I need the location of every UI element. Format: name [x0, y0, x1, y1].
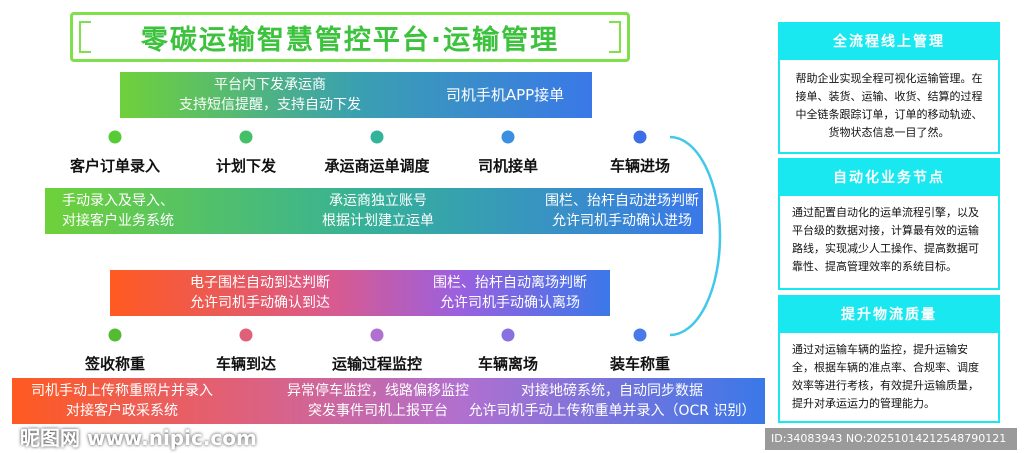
top-bar: 平台内下发承运商 支持短信提醒，支持自动下发 司机手机APP接单	[120, 72, 592, 118]
bar4-text: 对接客户政采系统	[66, 403, 178, 419]
page-title: 零碳运输智慧管控平台·运输管理	[70, 12, 630, 62]
info-bar-3: 电子围栏自动到达判断 允许司机手动确认到达 围栏、抬杆自动离场判断 允许司机手动…	[110, 270, 610, 316]
timeline-node	[239, 130, 253, 144]
bar2-text: 允许司机手动确认进场	[552, 213, 692, 229]
step-label: 车辆进场	[609, 157, 671, 175]
timeline-node	[370, 130, 384, 144]
bar4-text: 对接地磅系统，自动同步数据	[521, 383, 703, 399]
step-label: 装车称重	[609, 355, 671, 373]
bar4-text: 允许司机手动上传称重单并录入（OCR 识别）	[468, 403, 756, 419]
timeline-node	[108, 130, 122, 144]
bar2-text: 对接客户业务系统	[62, 213, 174, 229]
step-label: 运输过程监控	[331, 355, 423, 373]
bar2-text: 围栏、抬杆自动进场判断	[545, 193, 699, 209]
watermark-logo: 昵图网 www.nipic.com	[20, 426, 257, 450]
info-bar-2: 手动录入及导入、 对接客户业务系统 承运商独立账号 根据计划建立运单 围栏、抬杆…	[45, 188, 703, 234]
panel-title: 自动化业务节点	[780, 160, 998, 196]
bar2-text: 根据计划建立运单	[322, 213, 434, 229]
panel-full-process: 全流程线上管理 帮助企业实现全程可视化运输管理。在接单、装货、运输、收货、结算的…	[778, 22, 1000, 154]
step-label: 计划下发	[215, 157, 277, 175]
timeline-node	[370, 328, 384, 342]
bar4-text: 异常停车监控，线路偏移监控	[287, 383, 469, 399]
watermark-logo-text: 昵图网	[20, 426, 80, 450]
bar2-text: 手动录入及导入、	[62, 193, 174, 209]
panel-body: 通过配置自动化的运单流程引擎，以及平台级的数据对接，计算最有效的运输路线，实现减…	[792, 206, 979, 273]
top-bar-text-3: 司机手机APP接单	[445, 86, 565, 104]
panel-title: 全流程线上管理	[780, 24, 998, 60]
panel-body: 帮助企业实现全程可视化运输管理。在接单、装货、运输、收货、结算的过程中全链条跟踪…	[795, 72, 983, 139]
panel-quality: 提升物流质量 通过对运输车辆的监控，提升运输安全，根据车辆的准点率、合规率、调度…	[778, 295, 1000, 423]
timeline-node	[501, 328, 515, 342]
bar4-text: 突发事件司机上报平台	[308, 403, 448, 419]
info-bar-4: 司机手动上传称重照片并录入 对接客户政采系统 异常停车监控，线路偏移监控 突发事…	[12, 378, 765, 424]
step-label: 车辆离场	[477, 355, 539, 373]
panel-body: 通过对运输车辆的监控，提升运输安全，根据车辆的准点率、合规率、调度效率等进行考核…	[792, 343, 979, 410]
timeline-node	[633, 130, 647, 144]
step-label: 客户订单录入	[69, 157, 161, 175]
timeline-node	[633, 328, 647, 342]
watermark-id: ID:34083943 NO:20251014212548790121	[765, 428, 1017, 450]
top-bar-text-1: 平台内下发承运商	[214, 77, 326, 93]
step-label: 司机接单	[477, 157, 539, 175]
step-label: 承运商运单调度	[324, 157, 430, 175]
bar3-text: 允许司机手动确认离场	[440, 295, 580, 311]
timeline-node	[239, 328, 253, 342]
bar3-text: 电子围栏自动到达判断	[190, 275, 330, 291]
step-label: 签收称重	[84, 355, 146, 373]
step-label: 车辆到达	[215, 355, 277, 373]
timeline-curve	[669, 135, 722, 337]
watermark-url: www.nipic.com	[86, 426, 257, 450]
timeline-node	[501, 130, 515, 144]
timeline-node	[108, 328, 122, 342]
panel-title: 提升物流质量	[780, 297, 998, 333]
panel-automation: 自动化业务节点 通过配置自动化的运单流程引擎，以及平台级的数据对接，计算最有效的…	[778, 158, 1000, 290]
bar2-text: 承运商独立账号	[329, 193, 427, 209]
bar4-text: 司机手动上传称重照片并录入	[31, 383, 213, 399]
top-bar-text-2: 支持短信提醒，支持自动下发	[179, 97, 361, 113]
bar3-text: 围栏、抬杆自动离场判断	[433, 275, 587, 291]
bar3-text: 允许司机手动确认到达	[190, 295, 330, 311]
